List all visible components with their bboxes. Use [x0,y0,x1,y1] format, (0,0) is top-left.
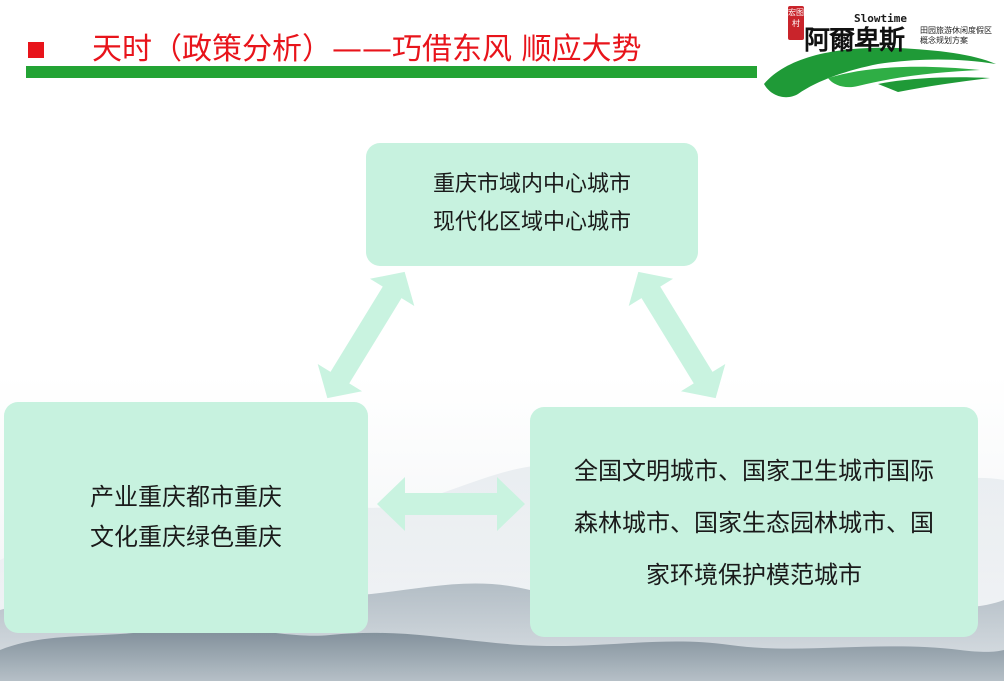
node-regional-center: 重庆市域内中心城市 现代化区域中心城市 [366,143,698,266]
brand-logo: 宏图村 Slowtime 阿爾卑斯 田园旅游休闲度假区 概念规划方案 [758,0,1004,100]
logo-subtitle-line-2: 概念规划方案 [920,36,968,45]
page-title: 天时（政策分析）——巧借东风 顺应大势 [92,32,642,67]
node-regional-center-line-2: 现代化区域中心城市 [432,210,631,235]
logo-seal: 宏图村 [788,6,804,40]
title-underline-bar [26,66,757,78]
node-national-titles-line-2: 森林城市、国家生态园林城市、国 [574,509,934,537]
logo-subtitle: 田园旅游休闲度假区 概念规划方案 [920,26,992,46]
node-national-titles-line-1: 全国文明城市、国家卫生城市国际 [574,457,934,485]
node-regional-center-line-1: 重庆市域内中心城市 [432,172,631,197]
node-chongqing-themes: 产业重庆都市重庆 文化重庆绿色重庆 [4,402,368,633]
node-chongqing-themes-line-1: 产业重庆都市重庆 [90,483,282,511]
node-chongqing-themes-line-2: 文化重庆绿色重庆 [90,523,282,551]
logo-brush-stroke-icon [764,47,996,98]
node-national-titles-line-3: 家环境保护模范城市 [646,561,862,589]
logo-subtitle-line-1: 田园旅游休闲度假区 [920,26,992,35]
logo-chinese-text: 阿爾卑斯 [804,26,905,56]
logo-english-text: Slowtime [854,12,907,25]
title-bullet-square [28,42,44,58]
node-national-titles: 全国文明城市、国家卫生城市国际 森林城市、国家生态园林城市、国 家环境保护模范城… [530,407,978,637]
